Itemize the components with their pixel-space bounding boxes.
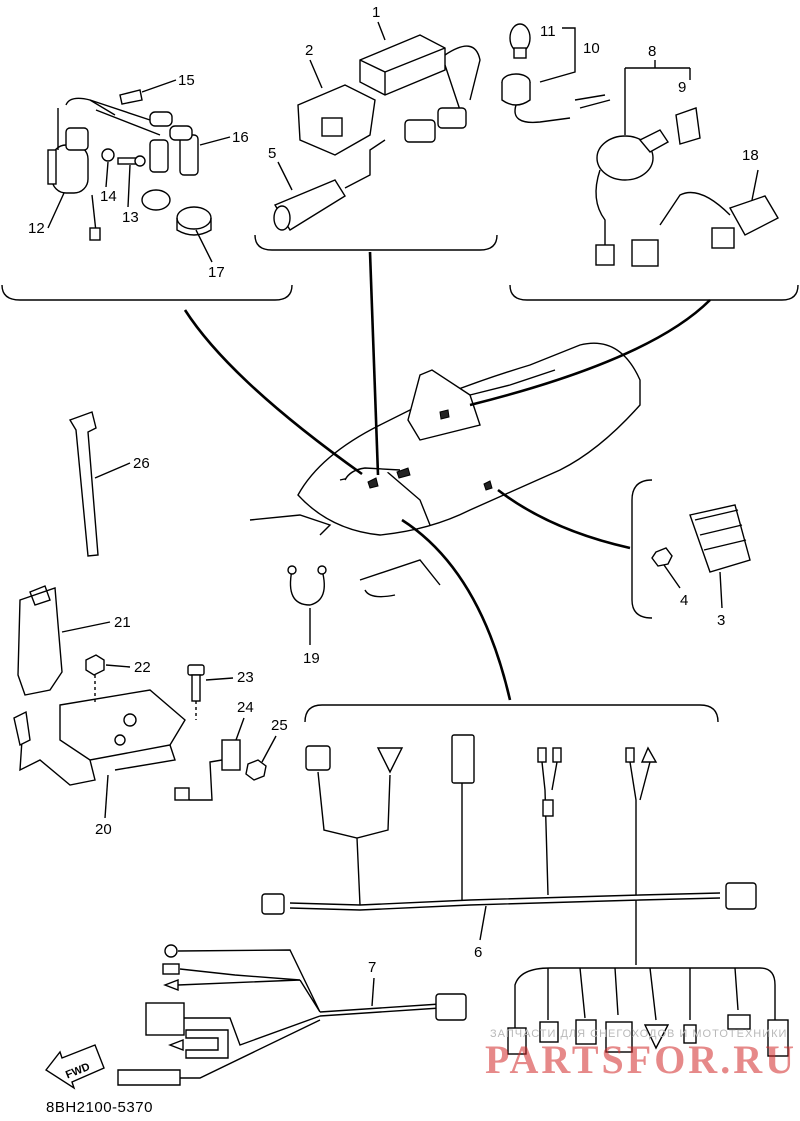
pointer-cdi <box>368 251 380 476</box>
label-11: 11 <box>540 23 556 40</box>
spark-plug-cap[interactable] <box>89 99 199 176</box>
ignition-switch[interactable] <box>595 129 670 266</box>
hex-nut-small[interactable] <box>245 759 267 781</box>
mounting-bracket[interactable] <box>13 689 186 786</box>
coil-bolt[interactable] <box>117 155 146 167</box>
hex-nut[interactable] <box>651 547 673 567</box>
label-21: 21 <box>114 614 131 631</box>
label-23: 23 <box>237 669 254 686</box>
label-17: 17 <box>208 264 225 281</box>
voltage-regulator[interactable] <box>689 504 751 573</box>
label-2: 2 <box>305 42 313 59</box>
label-3: 3 <box>717 612 725 629</box>
watermark-brand: PARTSFOR.RU <box>485 1037 797 1082</box>
label-4: 4 <box>680 592 688 609</box>
labels-regulator: 4 3 <box>680 592 725 629</box>
main-wire-harness[interactable] <box>261 734 789 1057</box>
labels-cdi: 1 2 5 <box>268 4 380 162</box>
labels-ignition: 15 16 14 13 12 17 <box>28 72 249 281</box>
bracket-8 <box>624 60 691 135</box>
pointer-switch <box>469 299 711 407</box>
bracket-regulator <box>631 479 653 619</box>
label-1: 1 <box>372 4 380 21</box>
label-13: 13 <box>122 209 139 226</box>
relay-connector[interactable] <box>174 739 241 801</box>
bracket-ignition-group <box>1 284 293 301</box>
leader-23 <box>205 677 234 681</box>
pilot-bulb[interactable] <box>509 23 531 59</box>
label-16: 16 <box>232 129 249 146</box>
component-cover[interactable] <box>17 585 63 696</box>
label-14: 14 <box>100 188 117 205</box>
coil-washer[interactable] <box>101 148 115 162</box>
label-15: 15 <box>178 72 195 89</box>
label-25: 25 <box>271 717 288 734</box>
label-18: 18 <box>742 147 759 164</box>
leader-22 <box>105 664 131 668</box>
leader-20 <box>104 774 109 819</box>
label-5: 5 <box>268 145 276 162</box>
cable-clip[interactable] <box>119 89 143 105</box>
pointer-harness <box>401 518 512 701</box>
bracket-cdi-group <box>254 234 498 251</box>
rubber-cap[interactable] <box>141 189 212 236</box>
ignition-coil[interactable] <box>47 97 116 241</box>
stop-switch[interactable] <box>631 169 779 267</box>
pointer-ignition <box>183 309 363 476</box>
cdi-cover[interactable] <box>297 84 376 156</box>
wire-clamp[interactable] <box>287 565 327 606</box>
leaders-regulator <box>663 564 723 609</box>
bracket-harness <box>304 704 719 723</box>
flange-nut[interactable] <box>85 654 105 705</box>
label-19: 19 <box>303 650 320 667</box>
leaders-cdi <box>277 21 386 191</box>
sub-wire-harness[interactable] <box>117 944 467 1086</box>
bulb-lead <box>574 94 611 109</box>
pilot-lamp-socket[interactable] <box>501 73 571 124</box>
flange-bolt[interactable] <box>187 664 205 720</box>
label-6: 6 <box>474 944 482 961</box>
cable-tie[interactable] <box>68 411 99 557</box>
label-12: 12 <box>28 220 45 237</box>
cdi-unit[interactable] <box>359 34 481 143</box>
label-8: 8 <box>648 43 656 60</box>
label-24: 24 <box>237 699 254 716</box>
label-10: 10 <box>583 40 600 57</box>
forward-direction-arrow: FWD <box>44 1044 105 1090</box>
leader-21 <box>61 621 111 633</box>
snowmobile-body <box>249 342 641 598</box>
label-26: 26 <box>133 455 150 472</box>
bracket-switch-group <box>509 284 799 301</box>
pointer-regulator <box>497 488 631 550</box>
bracket-10 <box>539 27 576 83</box>
leader-6 <box>479 905 487 941</box>
leaders-ignition <box>47 79 231 263</box>
leader-25 <box>261 735 277 763</box>
resistor-cylinder[interactable] <box>273 139 386 231</box>
label-20: 20 <box>95 821 112 838</box>
leader-24 <box>235 717 245 741</box>
label-7: 7 <box>368 959 376 976</box>
switch-key[interactable] <box>675 107 701 145</box>
labels-switch: 11 10 8 9 18 <box>540 23 759 164</box>
watermark-line: ЗАПЧАСТИ ДЛЯ СНЕГОХОДОВ И МОТОТЕХНИКИ <box>490 1028 788 1040</box>
drawing-code: 8BH2100-5370 <box>46 1099 153 1116</box>
leader-26 <box>94 462 131 479</box>
label-9: 9 <box>678 79 686 96</box>
label-22: 22 <box>134 659 151 676</box>
leader-7 <box>371 977 375 1007</box>
